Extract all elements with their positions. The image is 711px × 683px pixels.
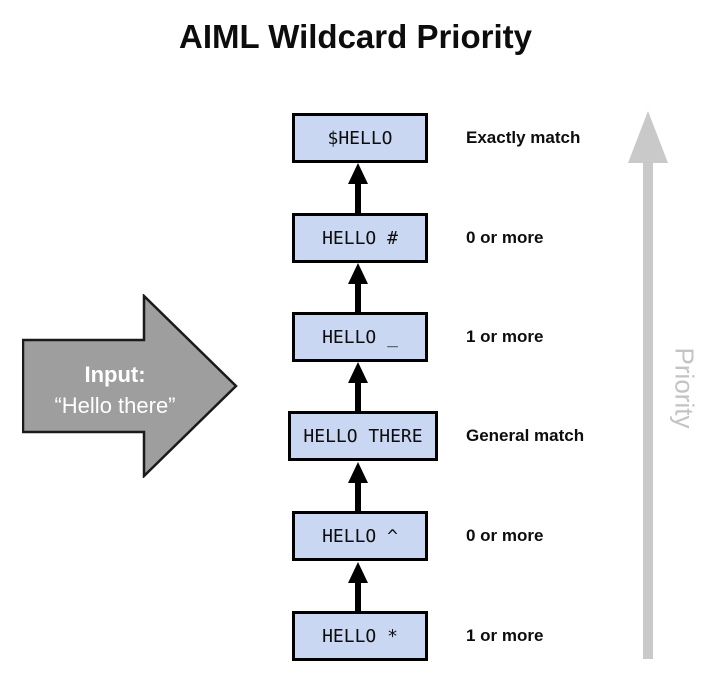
match-label-star: 1 or more [466, 626, 544, 645]
up-arrow-stem [355, 383, 361, 411]
match-label-caret: 0 or more [466, 526, 544, 545]
match-label-general: General match [466, 426, 585, 445]
up-arrow-head-icon [348, 462, 368, 483]
wildcard-box-exact: $HELLO [292, 113, 428, 163]
match-label-exact: Exactly match [466, 128, 581, 147]
diagram-title: AIML Wildcard Priority [179, 18, 532, 55]
match-label-underscore: 1 or more [466, 327, 544, 346]
up-arrow-head-icon [348, 163, 368, 184]
up-arrow-icon [348, 263, 368, 312]
up-arrow-icon [348, 562, 368, 611]
priority-axis-label: Priority [669, 347, 700, 429]
wildcard-box-caret: HELLO ^ [292, 511, 428, 561]
up-arrow-stem [355, 483, 361, 511]
up-arrow-head-icon [348, 263, 368, 284]
up-arrow-icon [348, 462, 368, 511]
input-arrow-icon [22, 294, 238, 478]
up-arrow-stem [355, 284, 361, 312]
up-arrow-head-icon [348, 562, 368, 583]
wildcard-box-hash: HELLO # [292, 213, 428, 263]
wildcard-box-star: HELLO * [292, 611, 428, 661]
wildcard-box-general: HELLO THERE [288, 411, 438, 461]
input-arrow-text: Input: “Hello there” [22, 359, 208, 421]
up-arrow-stem [355, 184, 361, 213]
priority-axis-shaft [643, 162, 653, 659]
match-label-hash: 0 or more [466, 228, 544, 247]
input-heading: Input: [84, 362, 146, 387]
up-arrow-stem [355, 583, 361, 611]
wildcard-box-underscore: HELLO _ [292, 312, 428, 362]
up-arrow-icon [348, 362, 368, 411]
up-arrow-head-icon [348, 362, 368, 383]
up-arrow-icon [348, 163, 368, 213]
input-quote: “Hello there” [54, 393, 176, 418]
priority-axis-arrow-head-icon [628, 111, 668, 163]
